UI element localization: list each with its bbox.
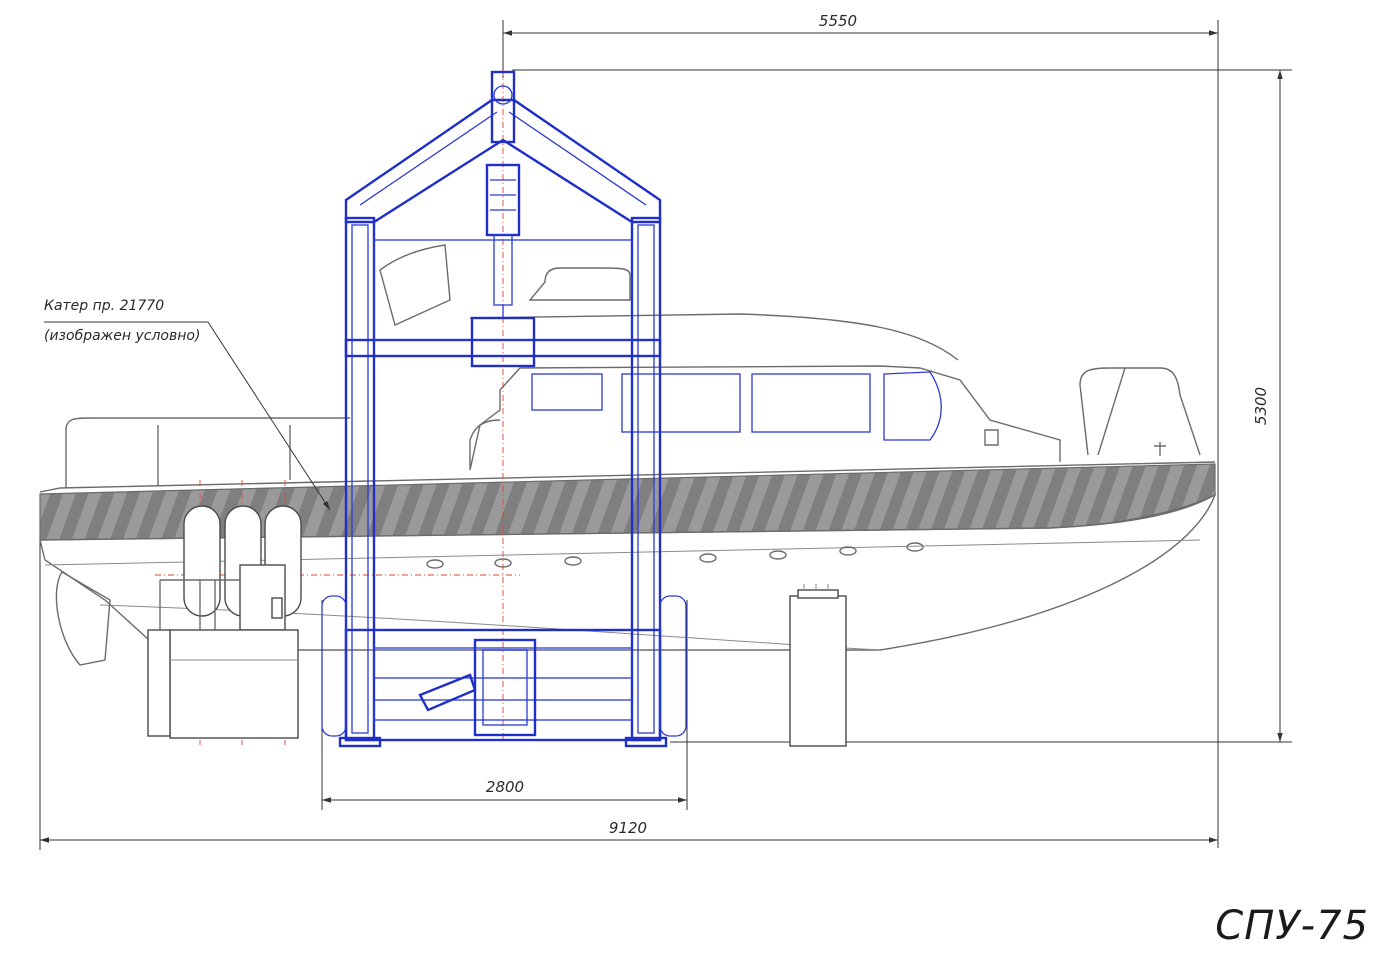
cabin-windows — [531, 371, 942, 441]
dimension-right-label: 5300 — [1252, 387, 1270, 425]
gantry-frame — [321, 70, 687, 748]
dimension-overall-length: 9120 — [39, 540, 1218, 850]
control-cabinet — [789, 584, 847, 747]
dimension-gantry-width-label: 2800 — [486, 778, 524, 796]
callout-line-1: Катер пр. 21770 — [44, 298, 164, 314]
dimension-top: 5550 — [502, 12, 1219, 848]
product-code: СПУ-75 — [1215, 903, 1369, 949]
callout-line-2: (изображен условно) — [44, 328, 200, 344]
boat-outline — [39, 244, 1217, 666]
dimension-right: 5300 — [512, 69, 1292, 743]
hydraulic-station — [147, 505, 302, 739]
dimension-top-label: 5550 — [819, 12, 857, 30]
dimension-overall-length-label: 9120 — [609, 819, 647, 837]
boat-callout: Катер пр. 21770 (изображен условно) — [44, 298, 331, 511]
